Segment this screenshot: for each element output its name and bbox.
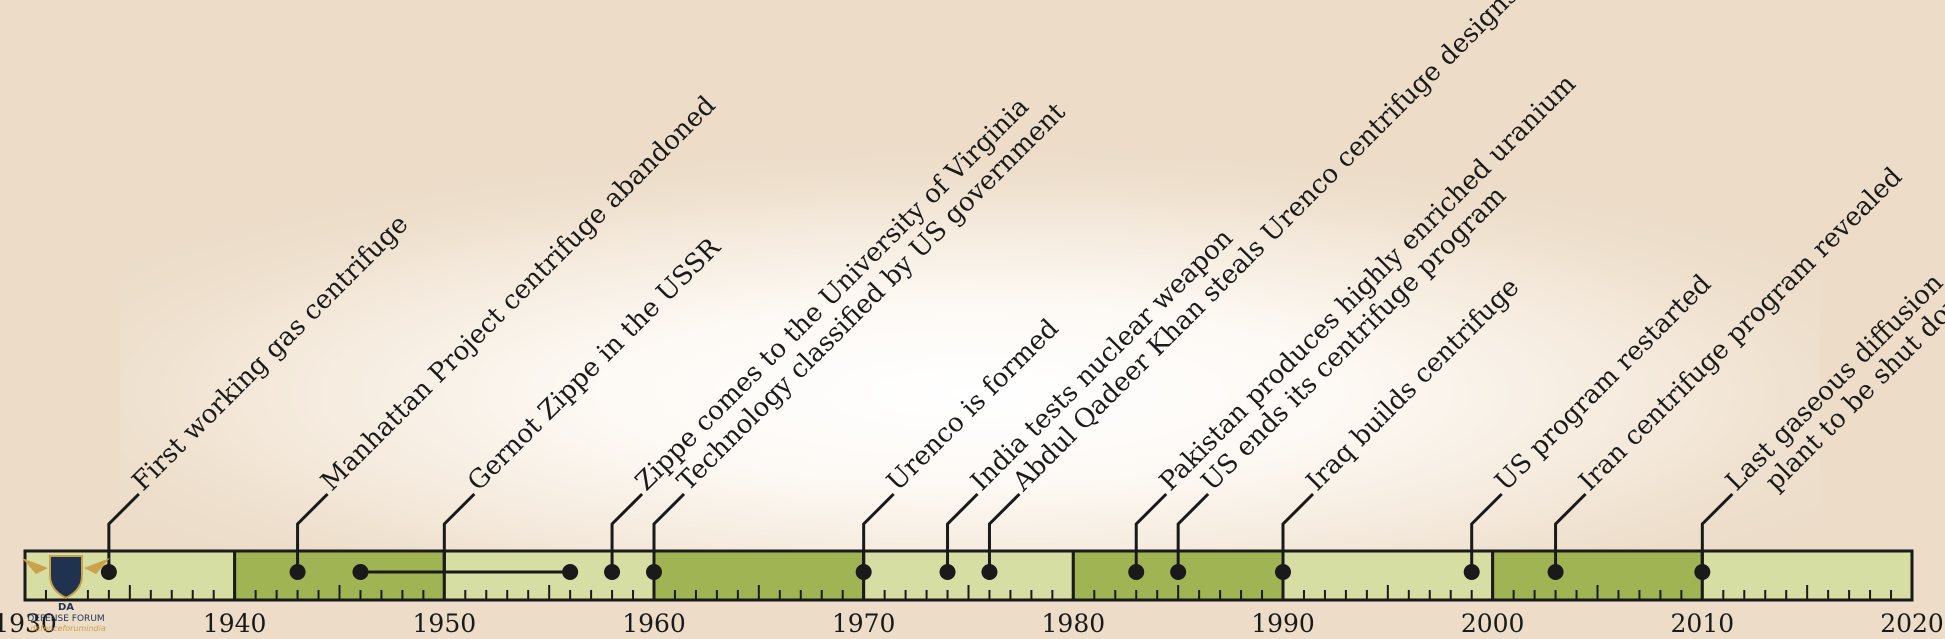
- event-leader-line: [1554, 492, 1587, 572]
- event-dot: [1694, 564, 1711, 580]
- event-dot: [352, 564, 369, 580]
- timeline-year-labels: 1930 1940 1950 1960 1970 1980 1990 2000 2010 2020: [0, 609, 1944, 638]
- event-end-dot: [562, 564, 579, 580]
- event-leader-line: [862, 492, 895, 572]
- event-leader-line: [610, 492, 644, 572]
- event-dot: [604, 564, 621, 580]
- event-dot: [1170, 564, 1187, 580]
- year-label: 1960: [622, 609, 686, 635]
- year-label: 1940: [203, 609, 267, 635]
- event-dot: [646, 564, 662, 580]
- event-dot: [1275, 564, 1291, 580]
- watermark: DA DEFENSE FORUM defenceforumindia: [22, 555, 110, 633]
- watermark-shield-icon: [49, 555, 83, 600]
- event-leader-line: [1470, 492, 1503, 572]
- year-label: 1990: [1251, 609, 1315, 635]
- event-leader-line: [1700, 492, 1734, 572]
- watermark-wings-icon: [22, 558, 110, 574]
- event-dot: [1547, 564, 1564, 580]
- watermark-letters: DA: [58, 602, 74, 613]
- year-label: 1970: [832, 609, 896, 635]
- event-leader-line: [1281, 492, 1315, 572]
- event-leader-line: [987, 492, 1021, 572]
- event-dot: [289, 564, 306, 580]
- event-leader-line: [946, 492, 979, 572]
- event-dot: [855, 564, 872, 580]
- event-dot: [939, 564, 956, 580]
- event-dot: [1128, 564, 1145, 580]
- event-dot: [981, 564, 998, 580]
- event-dot: [100, 564, 117, 580]
- event-leader-line: [296, 492, 329, 572]
- year-label: 1950: [413, 609, 477, 635]
- event-leader-line: [107, 492, 140, 572]
- event-leader-line: [1134, 492, 1168, 572]
- event-leader-line: [442, 492, 476, 572]
- year-label: 2020: [1880, 609, 1944, 635]
- year-label: 2010: [1671, 609, 1735, 635]
- event-dot: [1463, 564, 1480, 580]
- year-label: 2000: [1461, 609, 1525, 635]
- watermark-text: DEFENSE FORUM: [27, 614, 104, 624]
- year-label: 1930: [0, 609, 57, 635]
- year-label: 1980: [1042, 609, 1106, 635]
- event-leader-line: [1176, 492, 1210, 572]
- watermark-tagline: defenceforumindia: [30, 624, 106, 633]
- event-leader-line: [652, 492, 686, 572]
